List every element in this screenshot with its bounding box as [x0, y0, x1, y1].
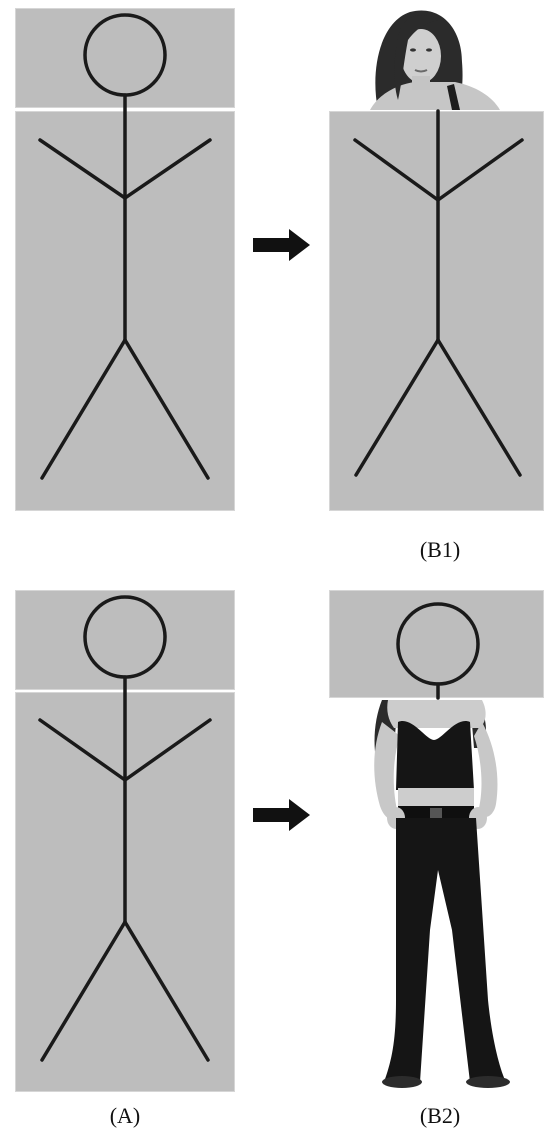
- panel-a-bottom-head: [15, 590, 235, 690]
- stick-figure-head-icon: [396, 602, 480, 700]
- stick-figure-icon: [38, 13, 212, 480]
- arrow-right-icon: [253, 229, 310, 261]
- arrow-right-icon: [253, 799, 310, 831]
- caption-b2: (B2): [419, 1103, 461, 1128]
- stick-figure-body-icon: [353, 109, 524, 477]
- panel-b2-head: [329, 590, 544, 698]
- photo-body-icon: [374, 700, 510, 1088]
- panel-a-top-head: [15, 8, 235, 108]
- stick-figure-icon: [38, 595, 212, 1062]
- photo-head-icon: [370, 10, 500, 111]
- caption-a: (A): [109, 1103, 141, 1128]
- caption-b1: (B1): [419, 537, 461, 562]
